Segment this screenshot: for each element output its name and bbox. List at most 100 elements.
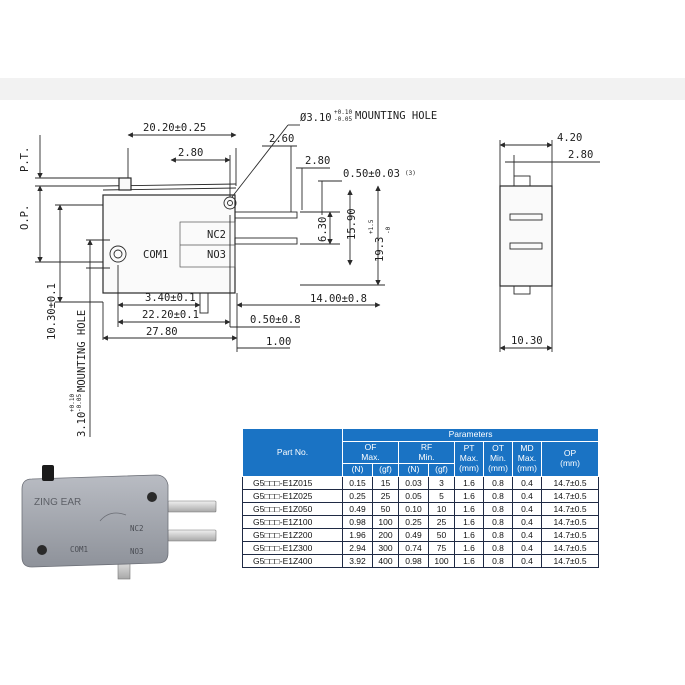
cell-of-gf: 200	[372, 528, 399, 543]
dim-mounting-hole-side: 3.10	[76, 412, 88, 437]
cell-of-gf: 100	[372, 515, 399, 530]
photo-actuator-button	[42, 465, 54, 481]
cell-rf-n: 0.03	[398, 476, 429, 491]
header-pt: PT Max. (mm)	[454, 440, 484, 478]
dim-mounting-hole-top: Ø3.10	[300, 112, 332, 124]
cell-pt: 1.6	[454, 554, 484, 569]
label-no: NO3	[207, 249, 226, 261]
right-vertical-dimensions: 6.30 15.90 19.3 +1.5 -0	[300, 185, 392, 286]
photo-switch-body	[21, 474, 169, 568]
header-rf-unit-n: (N)	[398, 463, 429, 478]
terminal-no	[234, 237, 298, 245]
terminal-nc	[234, 211, 298, 219]
cell-of-n: 0.15	[342, 476, 373, 491]
dim-19-3-tol-upper: +1.5	[368, 219, 375, 234]
cell-rf-n: 0.49	[398, 528, 429, 543]
cell-md: 0.4	[512, 489, 542, 504]
cell-rf-gf: 10	[428, 502, 455, 517]
cell-op: 14.7±0.5	[540, 528, 600, 543]
cell-rf-n: 0.10	[398, 502, 429, 517]
dim-2-80-c: 2.80	[568, 149, 593, 161]
cell-rf-n: 0.05	[398, 489, 429, 504]
side-body-outline	[499, 185, 553, 287]
cell-rf-gf: 5	[428, 489, 455, 504]
cell-ot: 0.8	[483, 528, 513, 543]
dim-mounting-hole-top-tol-upper: +0.10	[334, 109, 352, 116]
cell-rf-gf: 3	[428, 476, 455, 491]
cell-pt: 1.6	[454, 541, 484, 556]
dim-1-00: 1.00	[266, 336, 291, 348]
terminal-com	[199, 292, 209, 314]
cell-part-no: G5□□□-E1Z025	[242, 489, 343, 504]
cell-rf-gf: 100	[428, 554, 455, 569]
cell-part-no: G5□□□-E1Z050	[242, 502, 343, 517]
cell-md: 0.4	[512, 515, 542, 530]
side-actuator	[513, 175, 531, 187]
header-part-no: Part No.	[242, 427, 343, 478]
dim-0-50-a: 0.50±0.03	[343, 168, 400, 180]
dim-4-20: 4.20	[557, 132, 582, 144]
dim-3-40: 3.40±0.1	[145, 292, 196, 304]
cell-of-n: 1.96	[342, 528, 373, 543]
dim-6-30: 6.30	[317, 217, 329, 242]
switch-body-outline	[102, 194, 236, 294]
cell-op: 14.7±0.5	[540, 554, 600, 569]
cell-rf-gf: 25	[428, 515, 455, 530]
header-md: MD Max. (mm)	[512, 440, 542, 478]
product-photo: ZING EAR COM1 NC2 NO3	[21, 465, 217, 580]
dim-10-30: 10.30	[511, 335, 543, 347]
dim-0-50-b: 0.50±0.8	[250, 314, 301, 326]
dim-2-60: 2.60	[269, 133, 294, 145]
dim-2-80-a: 2.80	[178, 147, 203, 159]
header-op: OP (mm)	[540, 440, 600, 478]
cell-part-no: G5□□□-E1Z300	[242, 541, 343, 556]
header-rf-unit-gf: (gf)	[428, 463, 455, 478]
dim-2-80-b: 2.80	[305, 155, 330, 167]
cell-of-gf: 400	[372, 554, 399, 569]
cell-of-gf: 300	[372, 541, 399, 556]
cell-ot: 0.8	[483, 554, 513, 569]
cell-of-n: 3.92	[342, 554, 373, 569]
mounting-hole	[109, 245, 127, 263]
cell-md: 0.4	[512, 541, 542, 556]
photo-brand: ZING EAR	[34, 497, 81, 508]
cell-op: 14.7±0.5	[540, 489, 600, 504]
cell-md: 0.4	[512, 476, 542, 491]
cell-rf-n: 0.74	[398, 541, 429, 556]
label-op: O.P.	[19, 205, 31, 230]
cell-op: 14.7±0.5	[540, 541, 600, 556]
technical-drawing: COM1 NC2 NO3 20.20±0.25 2.80 Ø3.10 +0.10…	[19, 109, 600, 437]
dim-0-50-a-note: (3)	[405, 170, 416, 177]
cell-md: 0.4	[512, 528, 542, 543]
label-pt: P.T.	[19, 147, 31, 172]
cell-of-n: 0.25	[342, 489, 373, 504]
cell-of-n: 0.98	[342, 515, 373, 530]
actuator-stub	[118, 177, 132, 191]
cell-op: 14.7±0.5	[540, 502, 600, 517]
cell-ot: 0.8	[483, 502, 513, 517]
left-vertical-dimensions: P.T. O.P. 10.30±0.1 3.10 +0.10 -0.05 MOU…	[19, 135, 120, 437]
cell-pt: 1.6	[454, 502, 484, 517]
cell-ot: 0.8	[483, 541, 513, 556]
cell-of-gf: 25	[372, 489, 399, 504]
switch-side-view: 4.20 2.80 10.30	[499, 132, 600, 352]
dim-14-00: 14.00±0.8	[310, 293, 367, 305]
dim-10-30-tol: 10.30±0.1	[46, 283, 58, 340]
bottom-dimensions: 3.40±0.1 22.20±0.1 14.00±0.8 27.80 0.50±…	[102, 215, 381, 352]
cell-rf-n: 0.98	[398, 554, 429, 569]
header-ot: OT Min. (mm)	[483, 440, 513, 478]
cell-ot: 0.8	[483, 515, 513, 530]
dim-22-20: 22.20±0.1	[142, 309, 199, 321]
lever-pivot-inner	[227, 200, 233, 206]
dim-mounting-hole-side-tol-lower: -0.05	[76, 394, 83, 412]
cell-of-gf: 50	[372, 502, 399, 517]
header-of: OF Max.	[342, 440, 399, 465]
cell-part-no: G5□□□-E1Z015	[242, 476, 343, 491]
header-parameters: Parameters	[341, 428, 600, 442]
